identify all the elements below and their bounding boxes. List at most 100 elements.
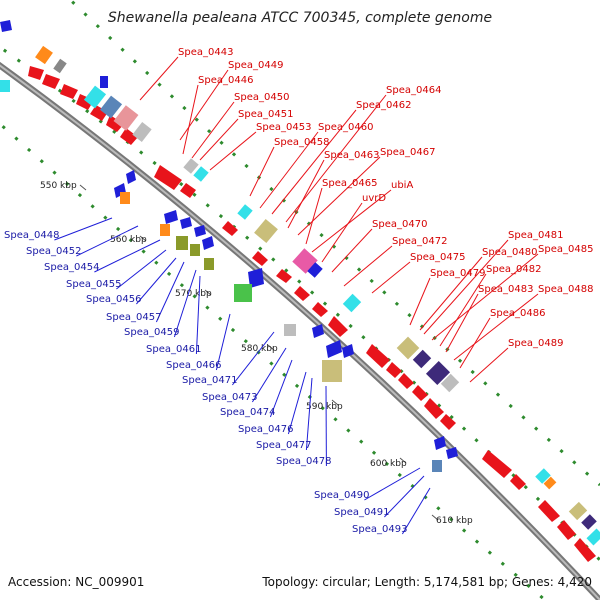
gene-label-leader: [297, 156, 381, 236]
gene-label[interactable]: Spea_0456: [86, 294, 141, 305]
gene-label-leader: [54, 217, 113, 241]
gene-label[interactable]: Spea_0450: [234, 92, 289, 103]
gene-label[interactable]: Spea_0483: [478, 284, 533, 295]
gene-label[interactable]: Spea_0467: [380, 147, 435, 158]
tick-610: 610 kbp: [436, 516, 473, 526]
gene-label[interactable]: Spea_0458: [274, 137, 329, 148]
gene-label-leader: [94, 239, 161, 273]
reverse-gene-labels: Spea_0448Spea_0452Spea_0454Spea_0455Spea…: [4, 217, 431, 535]
gene-label[interactable]: Spea_0473: [202, 392, 257, 403]
gene-label[interactable]: Spea_0457: [106, 312, 161, 323]
gene-label-leader: [445, 293, 479, 353]
gene-label-leader: [439, 273, 487, 347]
gene-label-leader: [173, 269, 197, 338]
gene-label-leader: [232, 331, 275, 386]
gene-label[interactable]: Spea_0449: [228, 60, 283, 71]
gene-label-leader: [191, 101, 235, 159]
gene-label[interactable]: Spea_0460: [318, 122, 373, 133]
gene-label-leader: [331, 228, 373, 273]
gene-label-leader: [364, 467, 421, 501]
gene-label[interactable]: ubiA: [391, 180, 413, 191]
gene-label-leader: [269, 359, 293, 418]
gene-label-leader: [469, 347, 509, 383]
gene-label[interactable]: Spea_0448: [4, 230, 59, 241]
forward-gene-labels: Spea_0443Spea_0449Spea_0446Spea_0450Spea…: [139, 47, 593, 383]
gene-label[interactable]: Spea_0452: [26, 246, 81, 257]
gene-label[interactable]: Spea_0478: [276, 456, 331, 467]
gene-label-leader: [136, 257, 177, 305]
accession-text: Accession: NC_009901: [8, 575, 144, 589]
gene-label[interactable]: Spea_0489: [508, 338, 563, 349]
gene-label[interactable]: Spea_0480: [482, 247, 537, 258]
tick-570: 570 kbp: [175, 289, 212, 299]
gene-label-leader: [409, 277, 431, 326]
tick-560: 560 kbp: [110, 235, 147, 245]
forward-cog-boxes: [0, 45, 600, 546]
gene-label[interactable]: Spea_0485: [538, 244, 593, 255]
gene-label[interactable]: Spea_0474: [220, 407, 275, 418]
reverse-strand-genes: [0, 20, 458, 459]
gene-label[interactable]: Spea_0475: [410, 252, 465, 263]
gene-label-leader: [453, 293, 539, 361]
gene-label[interactable]: Spea_0464: [386, 85, 441, 96]
gene-label[interactable]: Spea_0470: [372, 219, 427, 230]
gene-label[interactable]: Spea_0463: [324, 150, 379, 161]
gene-label-leader: [384, 475, 425, 518]
gene-label-leader: [287, 159, 325, 229]
gene-label[interactable]: Spea_0490: [314, 490, 369, 501]
gene-label[interactable]: Spea_0482: [486, 264, 541, 275]
gene-label-leader: [371, 261, 411, 294]
gene-label[interactable]: Spea_0459: [124, 327, 179, 338]
gene-label[interactable]: Spea_0486: [490, 308, 545, 319]
gene-label[interactable]: Spea_0461: [146, 344, 201, 355]
gene-label[interactable]: Spea_0466: [166, 360, 221, 371]
gene-label-leader: [271, 109, 357, 215]
gene-label[interactable]: Spea_0465: [322, 178, 377, 189]
gene-label[interactable]: Spea_0451: [238, 109, 293, 120]
gene-label[interactable]: Spea_0462: [356, 100, 411, 111]
gene-label-leader: [251, 347, 287, 403]
gene-label[interactable]: Spea_0476: [238, 424, 293, 435]
gene-label-leader: [139, 56, 179, 101]
gene-label-leader: [419, 256, 483, 331]
forward-strand-genes: [28, 66, 596, 562]
gene-label[interactable]: Spea_0477: [256, 440, 311, 451]
gene-label-leader: [431, 253, 539, 341]
gene-label-leader: [401, 487, 431, 535]
gene-label[interactable]: Spea_0446: [198, 75, 253, 86]
gene-label-leader: [321, 202, 363, 263]
gene-label[interactable]: Spea_0479: [430, 268, 485, 279]
tick-600: 600 kbp: [370, 459, 407, 469]
gene-label[interactable]: uvrD: [362, 193, 386, 204]
gene-label-leader: [287, 371, 307, 435]
gene-label[interactable]: Spea_0488: [538, 284, 593, 295]
gene-label[interactable]: Spea_0455: [66, 279, 121, 290]
gene-label-leader: [311, 189, 392, 253]
gene-label[interactable]: Spea_0491: [334, 507, 389, 518]
tick-580: 580 kbp: [241, 344, 278, 354]
gene-label-leader: [116, 249, 167, 290]
gene-label[interactable]: Spea_0481: [508, 230, 563, 241]
gene-label[interactable]: Spea_0471: [182, 375, 237, 386]
gene-label-leader: [259, 131, 319, 209]
gene-label[interactable]: Spea_0454: [44, 262, 99, 273]
gene-label-leader: [155, 261, 185, 323]
genome-backbone: [0, 61, 600, 600]
gene-label-leader: [305, 187, 323, 245]
gene-label-leader: [343, 245, 393, 287]
gene-label[interactable]: Spea_0472: [392, 236, 447, 247]
gene-label-leader: [215, 313, 231, 371]
reverse-cog-boxes: [100, 76, 442, 472]
gene-label-leader: [182, 84, 199, 155]
gene-label[interactable]: Spea_0493: [352, 524, 407, 535]
gene-label[interactable]: Spea_0443: [178, 47, 233, 58]
gene-label-leader: [305, 377, 313, 451]
gene-label-leader: [179, 69, 229, 141]
genome-summary-text: Topology: circular; Length: 5,174,581 bp…: [261, 575, 592, 589]
map-title: Shewanella pealeana ATCC 700345, complet…: [108, 10, 492, 26]
gene-label[interactable]: Spea_0453: [256, 122, 311, 133]
tick-590: 590 kbp: [306, 402, 343, 412]
gene-label-leader: [459, 317, 491, 369]
